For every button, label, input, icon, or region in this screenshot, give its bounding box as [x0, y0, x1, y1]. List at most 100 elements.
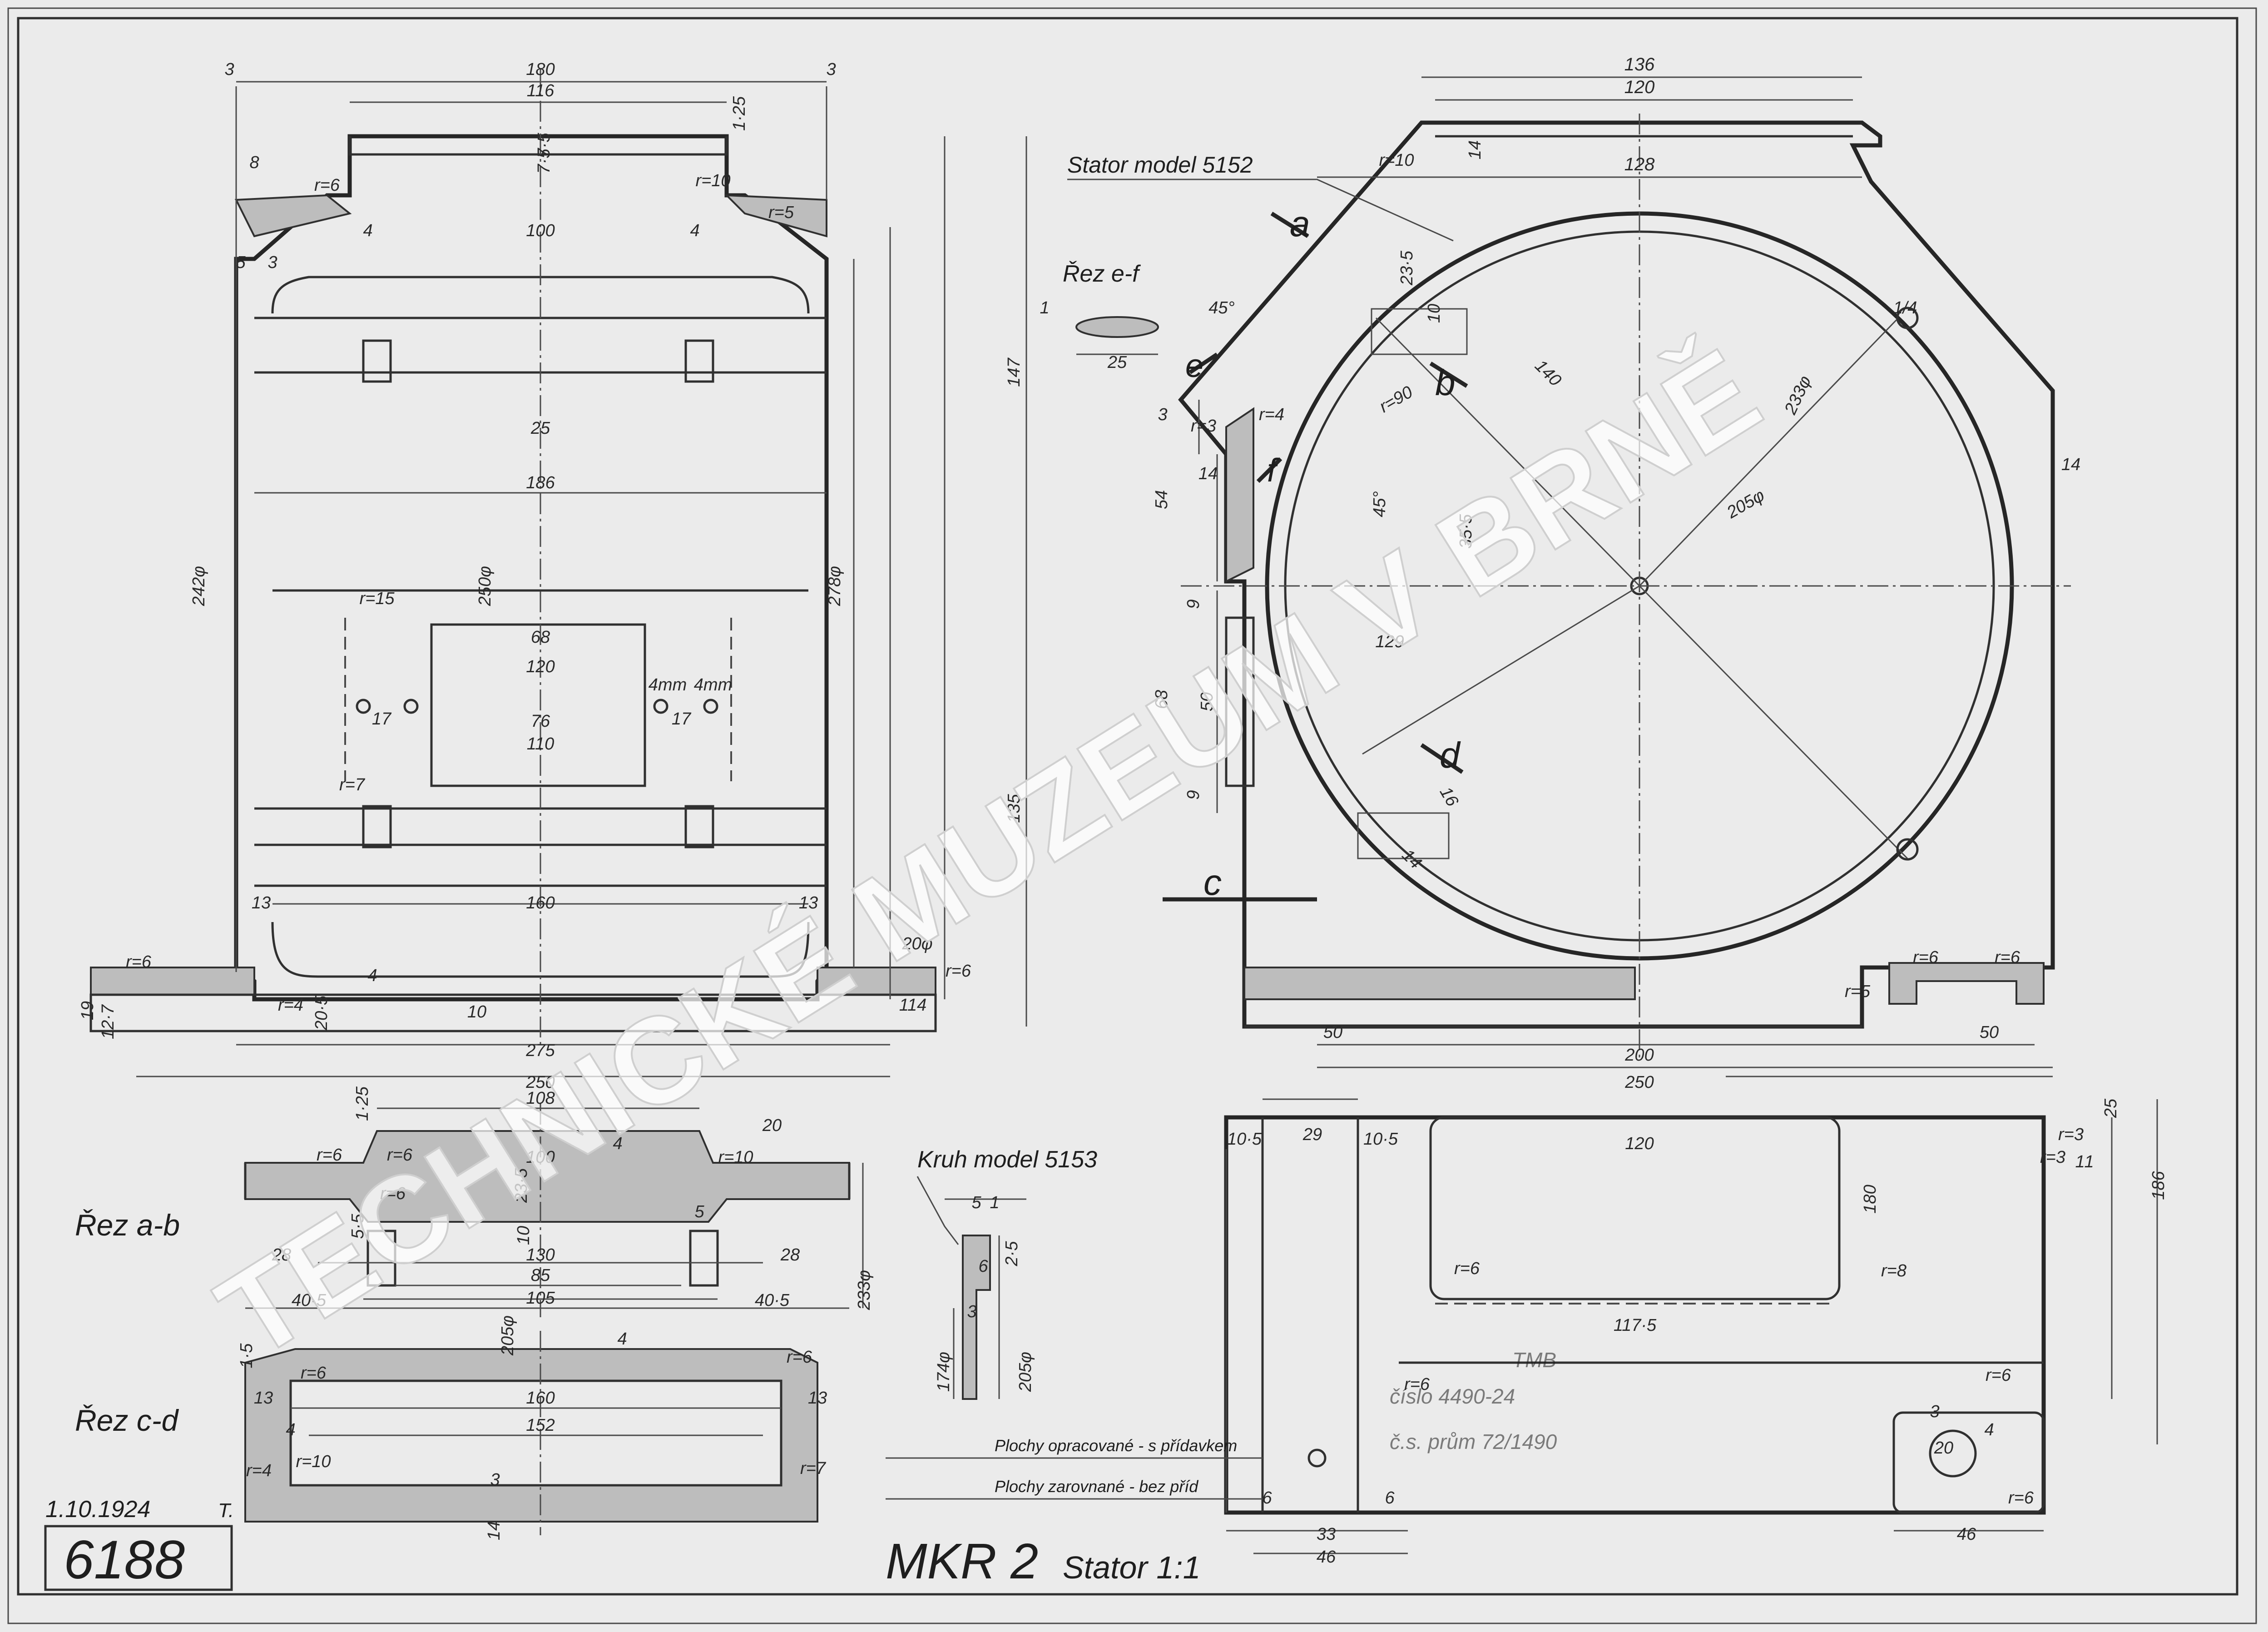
ring-profile: [962, 1235, 991, 1400]
bottom-foot-right: [1892, 1411, 2045, 1514]
dimension-top-view-43: 250: [525, 1073, 555, 1092]
ring-section: [916, 1176, 1026, 1400]
bottom-window: [1429, 1116, 1841, 1300]
dimension-bottom-view-6: r=3: [2040, 1148, 2065, 1167]
dimension-side-view-33: 50: [1323, 1023, 1342, 1042]
hole-upper-right: [1896, 307, 1919, 329]
ring-dimension-lines: [945, 1198, 1026, 1399]
dimension-kruh-5: 174φ: [934, 1352, 953, 1392]
dimension-top-view-35: r=6: [946, 962, 971, 981]
dimension-side-view-14: 35·5: [1456, 514, 1476, 549]
dimension-side-view-32: r=5: [1845, 982, 1871, 1001]
dimension-top-view-33: r=6: [126, 952, 152, 972]
stamp-line-2: číslo 4490-24: [1390, 1384, 1515, 1408]
dimension-rez-ab-5: r=10: [718, 1148, 753, 1167]
dimension-bottom-view-20: 4: [1984, 1420, 1994, 1439]
dimension-side-view-30: r=6: [1913, 948, 1939, 967]
dimension-rez-cd-12: 3: [490, 1470, 500, 1489]
hidden-edges: [344, 618, 732, 781]
dimension-side-view-7: r=90: [1376, 382, 1416, 417]
dimension-kruh-1: 1: [990, 1193, 999, 1212]
dimension-bottom-view-18: 46: [1317, 1548, 1336, 1567]
section-ef: [1075, 316, 1159, 355]
dimension-top-view-8: r=5: [768, 203, 794, 222]
dimension-side-view-5: 23·5: [1397, 250, 1416, 286]
dimension-side-view-19: 54: [1152, 490, 1171, 509]
dimension-rez-cd-6: 160: [526, 1389, 555, 1408]
dimension-bottom-view-15: 6: [1262, 1488, 1272, 1508]
bolt-hole-1: [356, 699, 371, 714]
dimension-bottom-view-0: 10·5: [1227, 1130, 1262, 1149]
dimension-top-view-23: 4mm: [649, 675, 687, 694]
slot-b: [1371, 308, 1468, 355]
dimension-side-view-35: 200: [1624, 1046, 1654, 1065]
dimension-side-view-34: 50: [1980, 1023, 1999, 1042]
dimension-rez-cd-7: 13: [808, 1389, 827, 1408]
bolt-hole-2: [403, 699, 419, 714]
dimension-bottom-view-9: r=6: [1454, 1259, 1480, 1278]
dimension-side-view-10: 233φ: [1781, 373, 1815, 418]
dimension-bottom-view-4: 180: [1861, 1185, 1880, 1213]
dimension-top-view-0: 180: [526, 60, 555, 79]
dimension-rez-ab-1: 1·25: [353, 1086, 372, 1121]
dimension-top-view-37: 19: [78, 1001, 97, 1020]
dimension-rez-ab-20: 4: [613, 1134, 622, 1153]
section-cd: [244, 1331, 818, 1535]
foot-lug: [1888, 962, 2045, 1005]
dimension-side-view-8: 140: [1531, 356, 1565, 390]
dimension-side-view-22: 50: [1198, 692, 1217, 711]
dimension-top-view-32: 13: [799, 893, 818, 913]
dimension-rez-ef-0: 1: [1040, 298, 1049, 317]
dimension-side-view-11: 205φ: [1723, 486, 1768, 522]
drawing-date: 1.10.1924: [45, 1496, 150, 1523]
top-rim: [348, 136, 728, 156]
dimension-top-view-29: r=7: [339, 775, 366, 794]
slot-d: [1357, 812, 1450, 859]
dimension-bottom-view-14: r=6: [1986, 1366, 2011, 1385]
drawing-number: 6188: [64, 1529, 185, 1590]
label-kruh-model: Kruh model 5153: [917, 1146, 1097, 1173]
label-rez-cd: Řez c-d: [75, 1404, 179, 1437]
bottom-foot-hole: [1929, 1429, 1977, 1478]
dimension-rez-cd-5: 13: [254, 1389, 273, 1408]
dimension-top-view-11: 4: [690, 221, 699, 240]
dimension-side-view-36: 250: [1624, 1073, 1654, 1092]
dimension-side-view-27: 147: [1005, 357, 1024, 387]
dimension-top-view-14: 7·5: [535, 133, 554, 158]
dimension-rez-ab-19: 233φ: [855, 1270, 874, 1310]
base-plate: [89, 993, 937, 1032]
dimension-top-view-1: 116: [527, 81, 555, 100]
drawing-frame: [17, 17, 2238, 1596]
dimension-rez-ab-8: r=6: [380, 1184, 406, 1203]
title-code: MKR 2: [886, 1533, 1038, 1589]
dimension-rez-ab-6: 100: [526, 1148, 555, 1167]
label-rez-ab: Řez a-b: [75, 1208, 180, 1242]
stamp-line-1: TMB: [1512, 1348, 1556, 1372]
dimension-top-view-3: 3: [826, 60, 836, 79]
dimension-top-view-42: 275: [525, 1041, 555, 1060]
section-ef-shape: [1075, 316, 1159, 338]
legend-machined: Plochy opracované - s přídavkem: [995, 1436, 1237, 1455]
dimension-side-view-9: 1/4: [1893, 298, 1917, 317]
dimension-side-view-0: 136: [1624, 55, 1655, 74]
dimension-bottom-view-2: 10·5: [1363, 1130, 1398, 1149]
bottom-view: [1224, 1098, 2158, 1554]
legend-lines: [886, 1457, 1263, 1500]
sheet-border: [7, 7, 2257, 1624]
dimension-rez-ab-2: r=6: [317, 1146, 342, 1165]
dimension-bottom-view-10: r=8: [1881, 1261, 1907, 1280]
dimension-kruh-4: 3: [967, 1302, 976, 1321]
dimension-top-view-25: 17: [372, 709, 392, 729]
section-ab-dimension-lines: [245, 1107, 864, 1309]
bolt-hole-4: [703, 699, 718, 714]
terminal-boss: [1225, 616, 1255, 787]
dimension-top-view-30: 160: [526, 893, 555, 913]
dimension-top-view-39: r=4: [278, 996, 303, 1015]
dimension-top-view-6: 1·25: [730, 96, 749, 131]
dimension-top-view-41: 10: [467, 1002, 486, 1022]
dimension-top-view-27: 17: [672, 709, 692, 729]
dimension-rez-ab-3: r=6: [387, 1146, 413, 1165]
